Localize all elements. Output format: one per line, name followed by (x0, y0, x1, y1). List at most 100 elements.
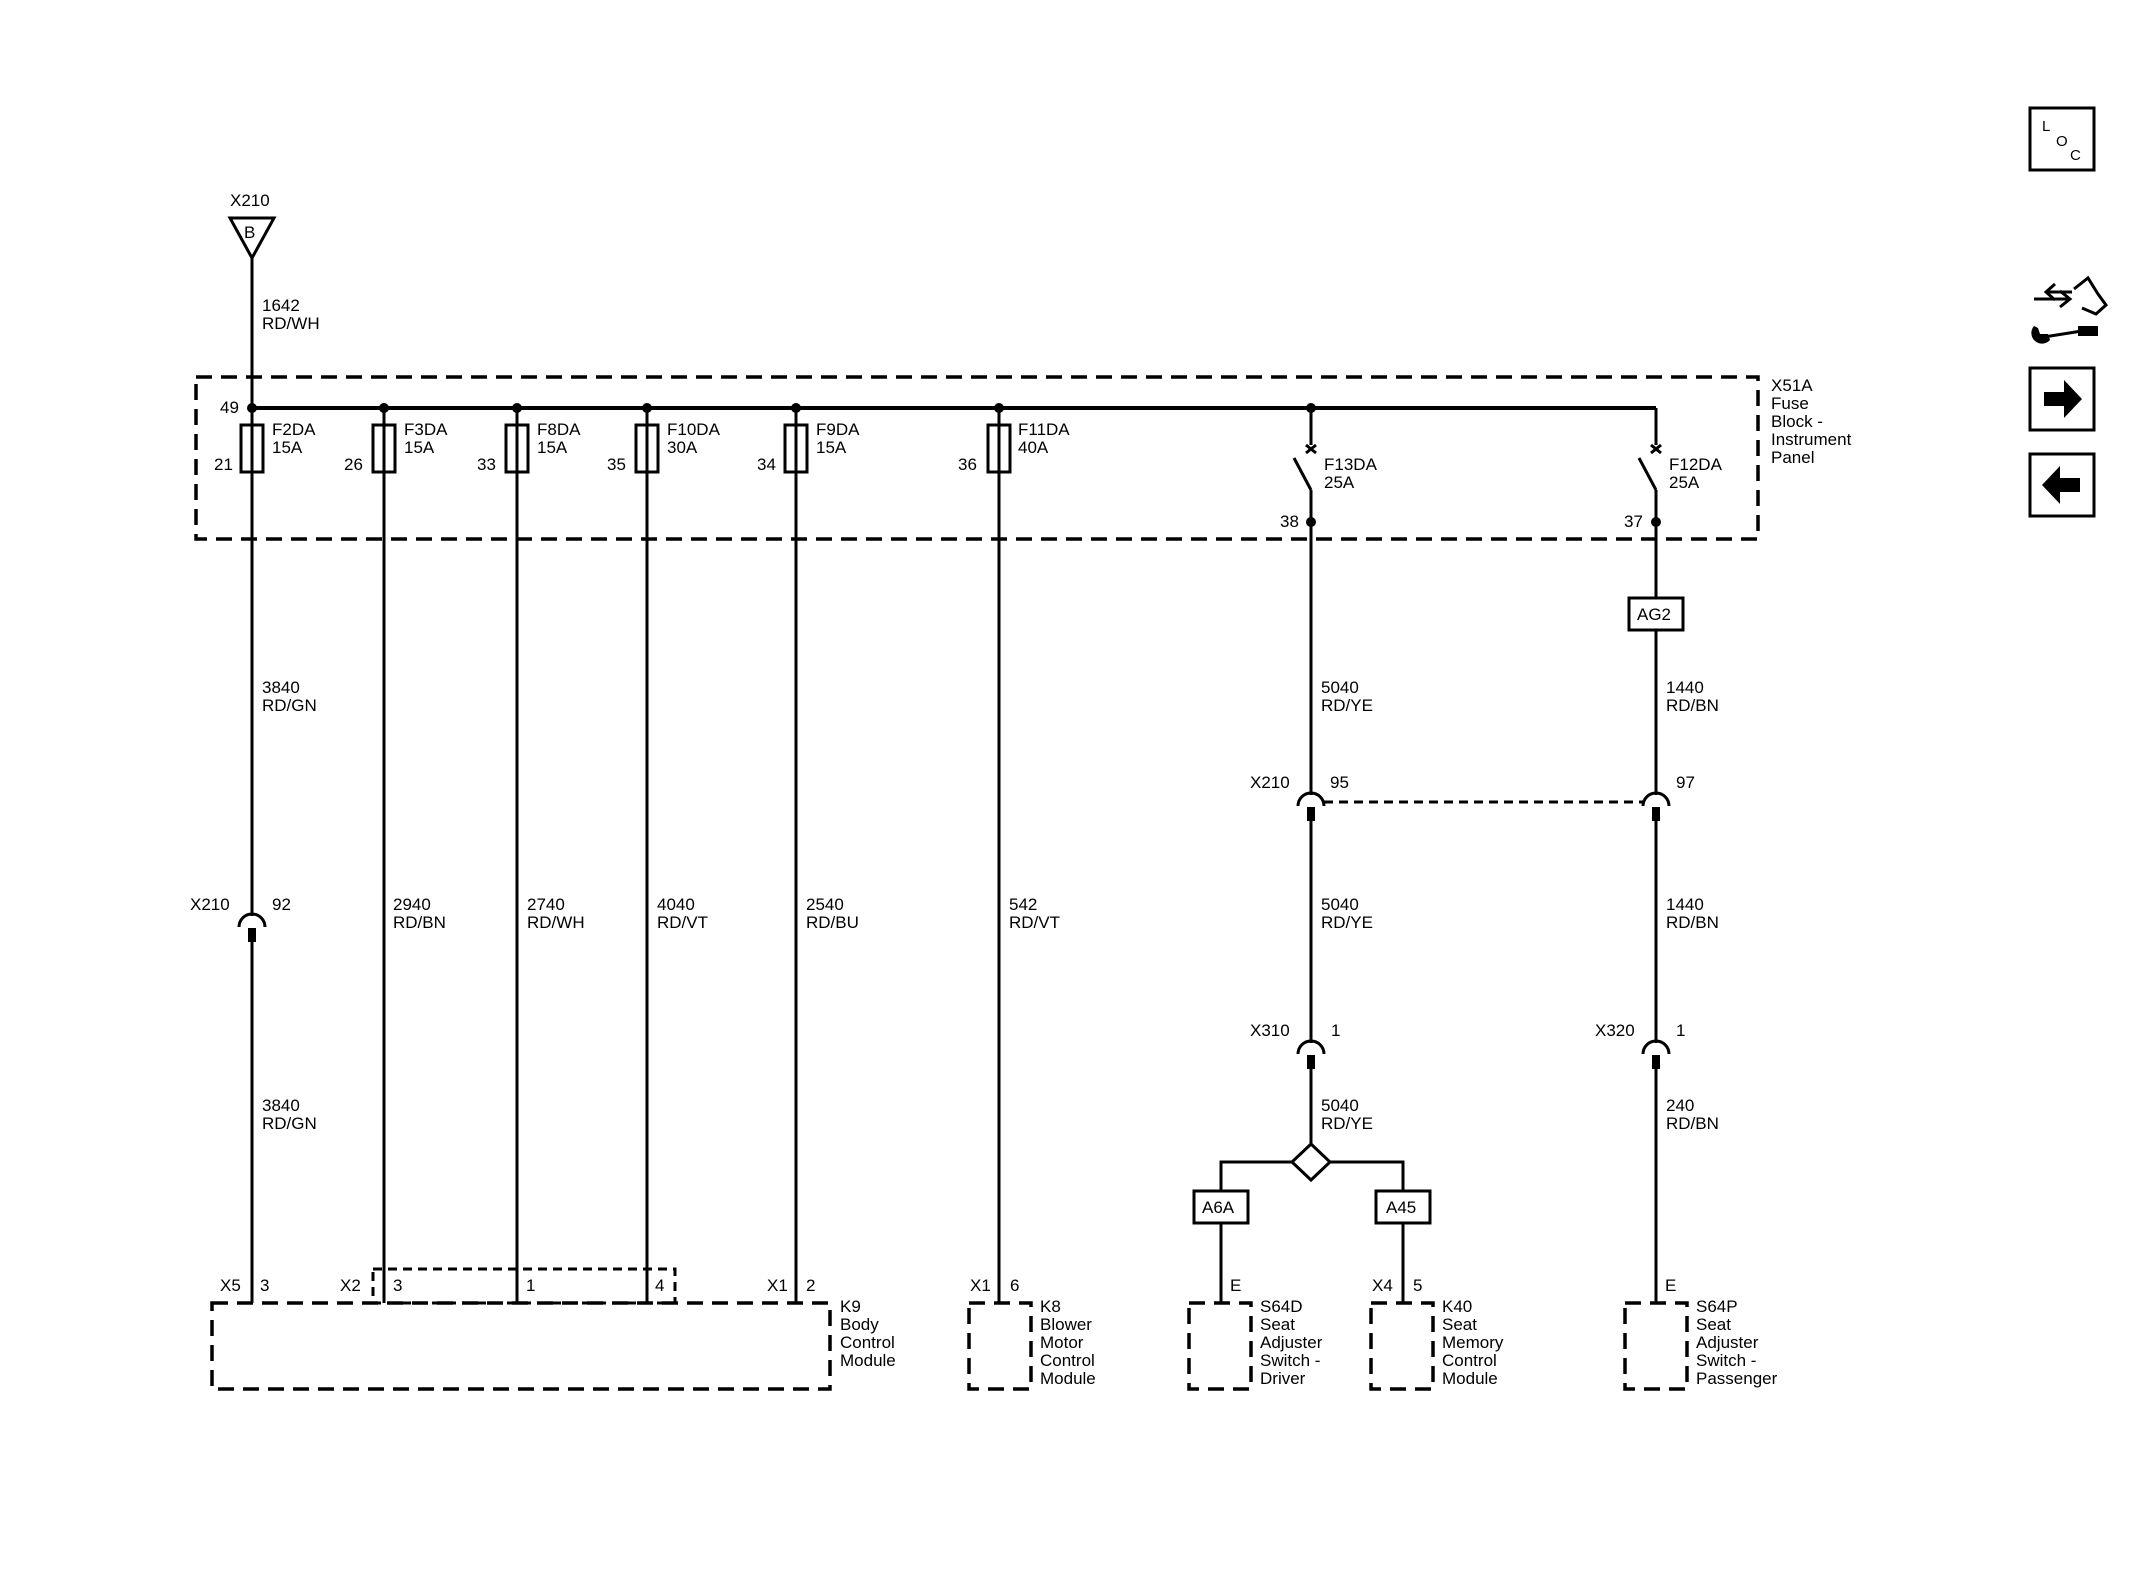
wire-2740-num: 2740 (527, 895, 565, 914)
breaker-f12da[interactable] (1637, 408, 1662, 527)
fuse-f8da-pin: 33 (477, 455, 496, 474)
wire-542-color: RD/VT (1009, 913, 1060, 932)
fuse-f3da-pin: 26 (344, 455, 363, 474)
k8-pin: 6 (1010, 1276, 1019, 1295)
fuse-f10da-id: F10DA (667, 420, 721, 439)
inline-connector-x320[interactable] (1641, 1039, 1671, 1069)
connector-wrench-icon[interactable] (2031, 275, 2109, 344)
fuse-f8da[interactable] (504, 408, 530, 490)
k9-x2-label: X2 (340, 1276, 361, 1295)
svg-text:C: C (2070, 147, 2081, 164)
splice-ag2-label: AG2 (1637, 605, 1671, 624)
supply-color: RD/WH (262, 314, 320, 333)
fuse-f2da[interactable] (239, 408, 265, 490)
fuse-f11da[interactable] (986, 408, 1012, 490)
module-k9-body-control[interactable] (210, 1301, 832, 1391)
module-k8-blower-motor[interactable] (967, 1301, 1033, 1391)
x210-92-name: X210 (190, 895, 230, 914)
inline-connector-x310[interactable] (1296, 1039, 1326, 1069)
x310-name: X310 (1250, 1021, 1290, 1040)
fuse-f3da[interactable] (371, 408, 397, 490)
k9-x5-pin: 3 (260, 1276, 269, 1295)
bus-pin: 49 (220, 398, 239, 417)
wire-3840-lower-num: 3840 (262, 1096, 300, 1115)
module-s64p-name: S64P Seat Adjuster Switch - Passenger (1696, 1297, 1778, 1388)
k9-x2-pin3: 3 (393, 1276, 402, 1295)
x320-name: X320 (1595, 1021, 1635, 1040)
fuse-f11da-rating: 40A (1018, 438, 1049, 457)
fuse-f8da-id: F8DA (537, 420, 581, 439)
breaker-f12da-rating: 25A (1669, 473, 1700, 492)
wire-2940-num: 2940 (393, 895, 431, 914)
wire-5040-bottom-num: 5040 (1321, 1096, 1359, 1115)
wire-5040-mid-num: 5040 (1321, 895, 1359, 914)
k9-x2-connector (371, 1267, 677, 1305)
wire-5040-bottom-color: RD/YE (1321, 1114, 1373, 1133)
fuse-f10da-pin: 35 (607, 455, 626, 474)
fuse-f9da[interactable] (783, 408, 809, 490)
s64d-pin: E (1230, 1276, 1241, 1295)
supply-pin-label: B (244, 223, 255, 242)
k9-x5-label: X5 (220, 1276, 241, 1295)
arrow-left-icon[interactable] (2028, 452, 2096, 518)
supply-connector-label: X210 (230, 191, 270, 210)
wire-4040-color: RD/VT (657, 913, 708, 932)
module-k40-seat-memory[interactable] (1369, 1301, 1435, 1391)
fuse-f9da-rating: 15A (816, 438, 847, 457)
module-s64p-seat-switch-passenger[interactable] (1623, 1301, 1689, 1391)
supply-circuit: 1642 (262, 296, 300, 315)
inline-connector-x210-95[interactable] (1296, 791, 1326, 821)
breaker-f12da-id: F12DA (1669, 455, 1723, 474)
x210-95-name: X210 (1250, 773, 1290, 792)
wire-2540-color: RD/BU (806, 913, 859, 932)
wire-542-num: 542 (1009, 895, 1037, 914)
wire-3840-upper-num: 3840 (262, 678, 300, 697)
module-s64d-seat-switch-driver[interactable] (1187, 1301, 1253, 1391)
svg-text:L: L (2042, 118, 2050, 135)
svg-text:O: O (2056, 133, 2068, 150)
wire-1440-top-color: RD/BN (1666, 696, 1719, 715)
module-k8-name: K8 Blower Motor Control Module (1040, 1297, 1100, 1388)
k40-pin: 5 (1413, 1276, 1422, 1295)
wire-5040-top-color: RD/YE (1321, 696, 1373, 715)
k40-x4-label: X4 (1372, 1276, 1393, 1295)
fuse-f2da-id: F2DA (272, 420, 316, 439)
wire-5040-mid-color: RD/YE (1321, 913, 1373, 932)
wire-5040-branch-right (1330, 1160, 1405, 1191)
wire-2540-num: 2540 (806, 895, 844, 914)
fuse-f10da[interactable] (634, 408, 660, 490)
breaker-f13da-pin: 38 (1280, 512, 1299, 531)
inline-connector-x210-92[interactable] (237, 912, 267, 942)
x210-97-pin: 97 (1676, 773, 1695, 792)
x210-95-pin: 95 (1330, 773, 1349, 792)
fuse-block-label: X51A Fuse Block - Instrument Panel (1771, 376, 1856, 467)
wire-4040-num: 4040 (657, 895, 695, 914)
wire-5040-top-num: 5040 (1321, 678, 1359, 697)
fuse-f3da-id: F3DA (404, 420, 448, 439)
breaker-f13da[interactable] (1292, 408, 1317, 527)
wire-3840-upper-color: RD/GN (262, 696, 317, 715)
wire-240-num: 240 (1666, 1096, 1694, 1115)
fuse-f8da-rating: 15A (537, 438, 568, 457)
arrow-right-icon[interactable] (2028, 366, 2096, 432)
wire-1440-top-num: 1440 (1666, 678, 1704, 697)
loc-icon[interactable]: L O C (2028, 106, 2096, 172)
module-s64d-name: S64D Seat Adjuster Switch - Driver (1260, 1297, 1327, 1388)
fuse-f11da-pin: 36 (958, 455, 977, 474)
k9-x2-pin4: 4 (655, 1276, 664, 1295)
inline-connector-x210-97[interactable] (1641, 791, 1671, 821)
x320-pin: 1 (1676, 1021, 1685, 1040)
wire-3840-lower-color: RD/GN (262, 1114, 317, 1133)
breaker-f12da-pin: 37 (1624, 512, 1643, 531)
fuse-f3da-rating: 15A (404, 438, 435, 457)
k8-x1-label: X1 (970, 1276, 991, 1295)
supply-terminal-symbol (227, 216, 277, 262)
x210-92-pin: 92 (272, 895, 291, 914)
fuse-block-outline (194, 375, 1760, 541)
splice-diamond (1289, 1141, 1333, 1183)
fuse-f11da-id: F11DA (1018, 420, 1070, 439)
fuse-f2da-pin: 21 (214, 455, 233, 474)
wire-5040-branch-left (1219, 1160, 1292, 1191)
module-k40-name: K40 Seat Memory Control Module (1442, 1297, 1508, 1388)
